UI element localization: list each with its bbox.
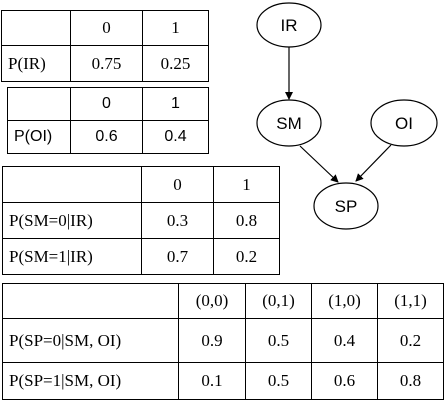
edge-oi-to-sp: [355, 144, 392, 182]
node-sm: SM: [256, 99, 322, 147]
row-label: P(SM=0|IR): [2, 202, 142, 239]
cpt-sp-table: (0,0) (0,1) (1,0) (1,1) P(SP=0|SM, OI) 0…: [2, 283, 444, 400]
cpt-ir-table: 0 1 P(IR) 0.75 0.25: [1, 10, 209, 82]
table-row: P(SP=1|SM, OI) 0.1 0.5 0.6 0.8: [2, 362, 444, 400]
node-sp: SP: [313, 182, 379, 230]
node-ir-label: IR: [281, 16, 298, 35]
table-row: P(OI) 0.6 0.4: [7, 120, 209, 154]
table-header-row: 0 1: [1, 10, 209, 46]
probability-cell: 0.75: [70, 45, 143, 82]
row-label: P(IR): [1, 45, 71, 82]
probability-cell: 0.8: [377, 362, 444, 400]
column-header: 1: [142, 10, 209, 46]
table-header-row: 0 1: [7, 87, 209, 121]
probability-cell: 0.2: [377, 318, 444, 363]
column-header: (1,0): [311, 283, 378, 319]
column-header: 0: [141, 166, 214, 203]
column-header: (0,0): [178, 283, 246, 319]
node-ir: IR: [256, 2, 322, 48]
node-oi-label: OI: [395, 114, 413, 133]
row-label: P(OI): [7, 120, 71, 154]
row-label: P(SP=0|SM, OI): [2, 318, 179, 363]
probability-cell: 0.1: [178, 362, 246, 400]
cpt-oi-table: 0 1 P(OI) 0.6 0.4: [7, 87, 209, 154]
table-row: P(SP=0|SM, OI) 0.9 0.5 0.4 0.2: [2, 318, 444, 363]
table-corner-cell: [2, 283, 179, 319]
column-header: (1,1): [377, 283, 444, 319]
row-label: P(SP=1|SM, OI): [2, 362, 179, 400]
probability-cell: 0.4: [311, 318, 378, 363]
column-header: 1: [213, 166, 280, 203]
probability-cell: 0.7: [141, 238, 214, 275]
column-header: (0,1): [245, 283, 312, 319]
probability-cell: 0.3: [141, 202, 214, 239]
table-row: P(IR) 0.75 0.25: [1, 45, 209, 82]
table-row: P(SM=0|IR) 0.3 0.8: [2, 202, 280, 239]
node-sp-label: SP: [335, 197, 358, 216]
node-oi: OI: [370, 99, 438, 147]
table-corner-cell: [1, 10, 71, 46]
cpt-sm-table: 0 1 P(SM=0|IR) 0.3 0.8 P(SM=1|IR) 0.7 0.…: [2, 166, 280, 275]
column-header: 0: [70, 10, 143, 46]
probability-cell: 0.6: [70, 120, 143, 154]
node-sm-label: SM: [276, 114, 302, 133]
probability-cell: 0.6: [311, 362, 378, 400]
probability-cell: 0.5: [245, 362, 312, 400]
table-header-row: (0,0) (0,1) (1,0) (1,1): [2, 283, 444, 319]
column-header: 0: [70, 87, 143, 121]
table-corner-cell: [7, 87, 71, 121]
column-header: 1: [142, 87, 209, 121]
row-label: P(SM=1|IR): [2, 238, 142, 275]
probability-cell: 0.2: [213, 238, 280, 275]
table-row: P(SM=1|IR) 0.7 0.2: [2, 238, 280, 275]
edge-sm-to-sp: [299, 145, 339, 183]
table-header-row: 0 1: [2, 166, 280, 203]
probability-cell: 0.5: [245, 318, 312, 363]
probability-cell: 0.8: [213, 202, 280, 239]
table-corner-cell: [2, 166, 142, 203]
probability-cell: 0.25: [142, 45, 209, 82]
probability-cell: 0.9: [178, 318, 246, 363]
probability-cell: 0.4: [142, 120, 209, 154]
